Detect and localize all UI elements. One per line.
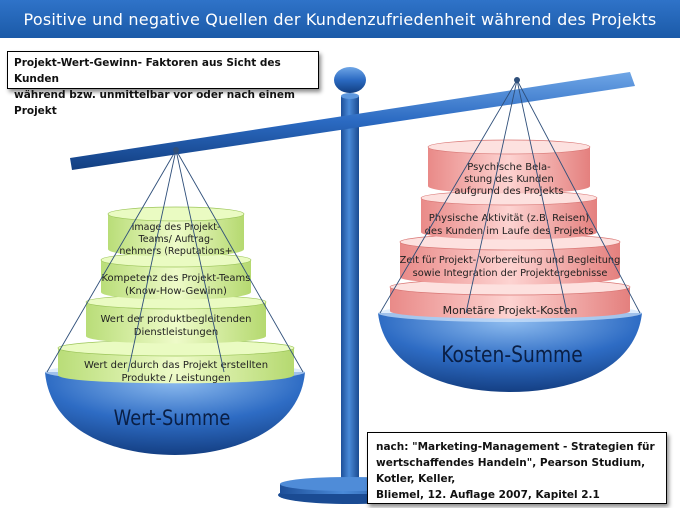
cost-layer-text: Physische Aktivität (z.B. Reisen) bbox=[429, 213, 590, 224]
right-strings bbox=[379, 79, 641, 314]
value-layer-text: Dienstleistungen bbox=[134, 327, 218, 338]
scale-post bbox=[341, 93, 359, 496]
value-layer-text: Image des Projekt- bbox=[132, 222, 221, 233]
cost-layer-text: Zeit für Projekt- Vorbereitung und Begle… bbox=[400, 255, 621, 266]
value-layer-text: Wert der durch das Projekt erstellten bbox=[84, 360, 268, 371]
source-line: Bliemel, 12. Auflage 2007, Kapitel 2.1 bbox=[376, 489, 600, 501]
cost-layer-text: sowie Integration der Projektergebnisse bbox=[413, 268, 608, 279]
value-layer: Kompetenz des Projekt-Teams (Know-How-Ge… bbox=[100, 252, 252, 300]
value-layer-text: Teams/ Auftrag- bbox=[138, 234, 214, 245]
cost-layer: Zeit für Projekt- Vorbereitung und Begle… bbox=[400, 233, 621, 285]
cost-sum-label: Kosten-Summe bbox=[441, 342, 583, 368]
cost-layer-text: stung des Kunden bbox=[464, 174, 554, 185]
intro-line: Projekt-Wert-Gewinn- Faktoren aus Sicht … bbox=[14, 57, 281, 85]
value-layer-text: Produkte / Leistungen bbox=[121, 373, 230, 384]
scale-fulcrum bbox=[334, 67, 366, 93]
right-hook bbox=[514, 77, 520, 83]
value-layer-text: nehmers (Reputations+ bbox=[119, 246, 232, 257]
cost-layer-text: aufgrund des Projekts bbox=[454, 186, 563, 197]
left-pan: Wert der durch das Projekt erstellten Pr… bbox=[45, 206, 305, 455]
title-bar: Positive und negative Quellen der Kunden… bbox=[0, 0, 680, 38]
value-layer: Wert der durch das Projekt erstellten Pr… bbox=[57, 339, 295, 384]
value-sum-label: Wert-Summe bbox=[114, 406, 231, 431]
cost-layer: Monetäre Projekt-Kosten bbox=[389, 278, 631, 319]
value-layer: Image des Projekt- Teams/ Auftrag- nehme… bbox=[107, 206, 245, 257]
cost-layer-text: des Kunden im Laufe des Projekts bbox=[425, 226, 594, 237]
cost-layer: Physische Aktivität (z.B. Reisen) des Ku… bbox=[420, 190, 598, 240]
left-strings bbox=[46, 149, 304, 373]
cost-layer: Psychische Bela- stung des Kunden aufgru… bbox=[427, 139, 591, 197]
right-pan: Monetäre Projekt-Kosten Zeit für Projekt… bbox=[378, 139, 642, 392]
cost-layer-text: Psychische Bela- bbox=[467, 162, 551, 173]
intro-note: Projekt-Wert-Gewinn- Faktoren aus Sicht … bbox=[7, 51, 319, 117]
source-line: wertschaffendes Handeln", Pearson Studiu… bbox=[376, 457, 646, 485]
source-note: nach: "Marketing-Management - Strategien… bbox=[367, 432, 667, 504]
scale-beam bbox=[70, 72, 635, 170]
cost-layer-text: Monetäre Projekt-Kosten bbox=[443, 304, 578, 317]
left-hook bbox=[173, 147, 179, 153]
value-layer-text: Kompetenz des Projekt-Teams bbox=[102, 273, 251, 284]
intro-line: während bzw. unmittelbar vor oder nach e… bbox=[14, 89, 295, 117]
source-line: nach: "Marketing-Management - Strategien… bbox=[376, 441, 655, 453]
diagram-title: Positive und negative Quellen der Kunden… bbox=[23, 9, 657, 29]
value-layer-text: (Know-How-Gewinn) bbox=[125, 286, 227, 297]
value-layer-text: Wert der produktbegleitenden bbox=[100, 314, 251, 325]
value-layer: Wert der produktbegleitenden Dienstleist… bbox=[85, 294, 267, 344]
